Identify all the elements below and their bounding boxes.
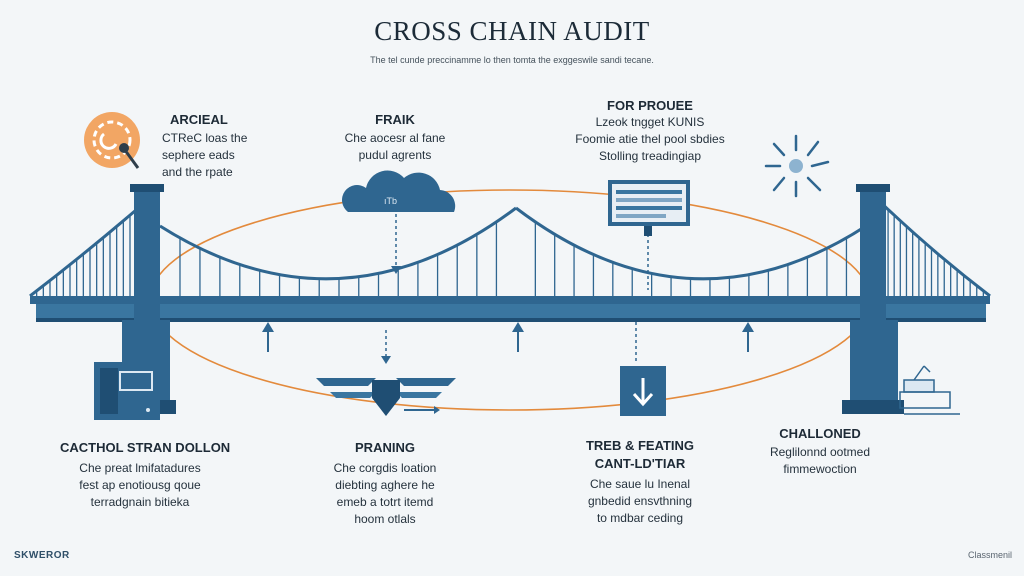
top-right-line: Stolling treadingiap <box>598 149 702 163</box>
bottom-item-2-heading: PRANING <box>355 440 415 455</box>
top-left-line: CTReC loas the <box>162 131 248 145</box>
bottom-item-3-line: gnbedid ensvthning <box>587 494 693 508</box>
bridge-deck <box>30 296 990 322</box>
bottom-item-2-text: Che corgdis loation diebting aghere he e… <box>310 460 460 528</box>
bottom-item-3-text: Che saue lu Inenal gnbedid ensvthning to… <box>560 476 720 527</box>
bottom-item-3-line: to mdbar ceding <box>596 511 684 525</box>
top-right-line: Lzeok tngget KUNIS <box>595 115 705 129</box>
download-arrow-icon <box>620 366 666 416</box>
bottom-item-2-line: emeb a totrt itemd <box>336 495 434 509</box>
right-tower <box>842 184 904 414</box>
top-right-line: Foomie atie thel pool sbdies <box>575 132 725 146</box>
footer-right-label: Classmenil <box>967 550 1012 560</box>
top-center-line: Che aocesr al fane <box>344 131 446 145</box>
top-left-heading: ARCIEAL <box>170 112 228 127</box>
up-arrows <box>262 322 754 352</box>
bottom-item-3-line: Che saue lu Inenal <box>589 477 691 491</box>
top-left-text: CTReC loas the sephere eads and the rpat… <box>162 130 247 181</box>
top-left-line: and the rpate <box>162 165 233 179</box>
sparkle-network-icon <box>764 134 830 198</box>
bottom-item-4-text: Reglilonnd ootmed fimmewoction <box>750 444 890 478</box>
bridge-hangers <box>36 203 985 296</box>
monitor-icon <box>608 180 690 236</box>
bottom-item-3-heading: TREB & FEATING <box>585 438 695 453</box>
svg-text:ıTb: ıTb <box>384 196 397 206</box>
bottom-item-2-line: hoom otlals <box>354 512 416 526</box>
bottom-item-2-line: diebting aghere he <box>335 478 435 492</box>
bottom-item-1-heading: CACTHOL STRAN DOLLON <box>60 440 231 455</box>
top-center-line: pudul agrents <box>358 148 432 162</box>
bottom-item-4-line: Reglilonnd ootmed <box>769 445 871 459</box>
bottom-item-1-line: fest ap enotiousg qoue <box>79 478 201 492</box>
cloud-icon: ıTb <box>342 170 456 212</box>
page-subtitle: The tel cunde preccinamme lo then tomta … <box>370 55 654 65</box>
bottom-item-1-text: Che preat lmifatadures fest ap enotiousg… <box>50 460 230 511</box>
dock-machine-icon <box>899 365 960 415</box>
device-panel-icon <box>94 362 160 420</box>
winged-shield-icon <box>316 378 456 416</box>
page-title: CROSS CHAIN AUDIT <box>374 16 650 46</box>
bottom-item-1-line: terradgnain bitieka <box>90 495 190 509</box>
top-center-text: Che aocesr al fane pudul agrents <box>320 130 470 164</box>
bottom-item-4-heading: CHALLONED <box>779 426 861 441</box>
footer-left-label: SKWEROR <box>14 550 70 561</box>
dashed-connectors <box>385 214 649 362</box>
top-center-heading: FRAIK <box>375 112 415 127</box>
orange-gear-badge-icon <box>84 112 140 169</box>
top-right-heading: FOR PROUEE <box>607 98 693 113</box>
bottom-item-2-line: Che corgdis loation <box>333 461 437 475</box>
top-left-line: sephere eads <box>162 148 235 162</box>
bottom-item-3-heading-2: CANT-LD'TIAR <box>594 456 686 471</box>
bottom-item-4-line: fimmewoction <box>783 462 857 476</box>
bottom-item-1-line: Che preat lmifatadures <box>79 461 201 475</box>
top-right-text: Lzeok tngget KUNIS Foomie atie thel pool… <box>550 114 750 165</box>
